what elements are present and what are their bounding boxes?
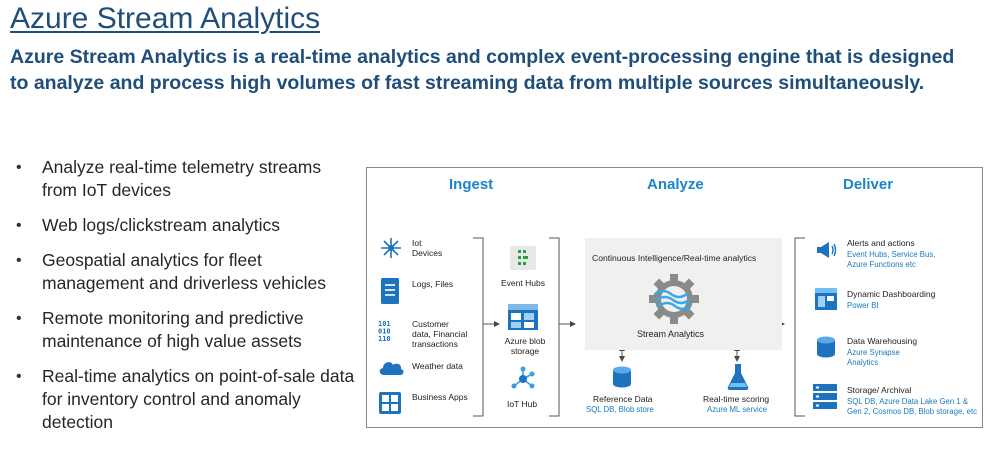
flow-connectors xyxy=(473,237,805,417)
ingest-header: Ingest xyxy=(449,176,494,193)
business-apps-icon xyxy=(379,392,401,414)
bullet-item: Analyze real-time telemetry streams from… xyxy=(14,156,359,202)
weather-data-label: Weather data xyxy=(412,361,463,371)
alerts-title: Alerts and actions xyxy=(847,238,915,248)
bullet-item: Geospatial analytics for fleet managemen… xyxy=(14,249,359,295)
analyze-panel-title: Continuous Intelligence/Real-time analyt… xyxy=(592,253,757,263)
logs-files-label: Logs, Files xyxy=(412,279,454,289)
dashboard-icon xyxy=(815,288,837,310)
page-subtitle: Azure Stream Analytics is a real-time an… xyxy=(10,46,955,94)
blob-storage-icon xyxy=(508,304,538,330)
deliver-header: Deliver xyxy=(843,176,894,193)
bullet-item: Remote monitoring and predictive mainten… xyxy=(14,307,359,353)
storage-archival-icon xyxy=(813,384,837,409)
alerts-megaphone-icon xyxy=(817,242,837,258)
iot-hub-label: IoT Hub xyxy=(507,399,538,409)
event-hubs-label: Event Hubs xyxy=(501,278,545,288)
bullet-item: Web logs/clickstream analytics xyxy=(14,214,359,237)
svg-text:010: 010 xyxy=(378,328,391,336)
storage-archival-sub: SQL DB, Azure Data Lake Gen 1 &Gen 2, Co… xyxy=(847,397,978,416)
dashboarding-title: Dynamic Dashboarding xyxy=(847,289,936,299)
logs-files-icon xyxy=(381,278,399,304)
dashboarding-sub: Power BI xyxy=(847,301,879,310)
page-title: Azure Stream Analytics xyxy=(10,2,321,35)
weather-cloud-icon xyxy=(379,362,404,375)
stream-analytics-gear-icon xyxy=(649,274,699,324)
realtime-scoring-title: Real-time scoring xyxy=(703,394,770,404)
ml-flask-icon xyxy=(727,364,749,391)
stream-analytics-label: Stream Analytics xyxy=(637,329,705,339)
svg-text:101: 101 xyxy=(378,320,391,328)
realtime-scoring-sub: Azure ML service xyxy=(707,405,767,414)
data-warehousing-title: Data Warehousing xyxy=(847,336,918,346)
reference-data-title: Reference Data xyxy=(593,394,653,404)
reference-data-db-icon xyxy=(613,366,631,388)
event-hubs-icon xyxy=(510,246,536,270)
business-apps-label: Business Apps xyxy=(412,392,468,402)
alerts-sub: Event Hubs, Service Bus,Azure Functions … xyxy=(847,250,936,269)
bullet-item: Real-time analytics on point-of-sale dat… xyxy=(14,365,359,434)
reference-data-sub: SQL DB, Blob store xyxy=(586,405,654,414)
iot-hub-icon xyxy=(511,366,535,389)
use-case-list: Analyze real-time telemetry streams from… xyxy=(14,156,359,446)
data-warehouse-db-icon xyxy=(817,336,835,358)
svg-text:110: 110 xyxy=(378,335,391,343)
storage-archival-title: Storage/ Archival xyxy=(847,385,912,395)
iot-devices-icon xyxy=(381,238,401,258)
analyze-header: Analyze xyxy=(647,176,704,193)
